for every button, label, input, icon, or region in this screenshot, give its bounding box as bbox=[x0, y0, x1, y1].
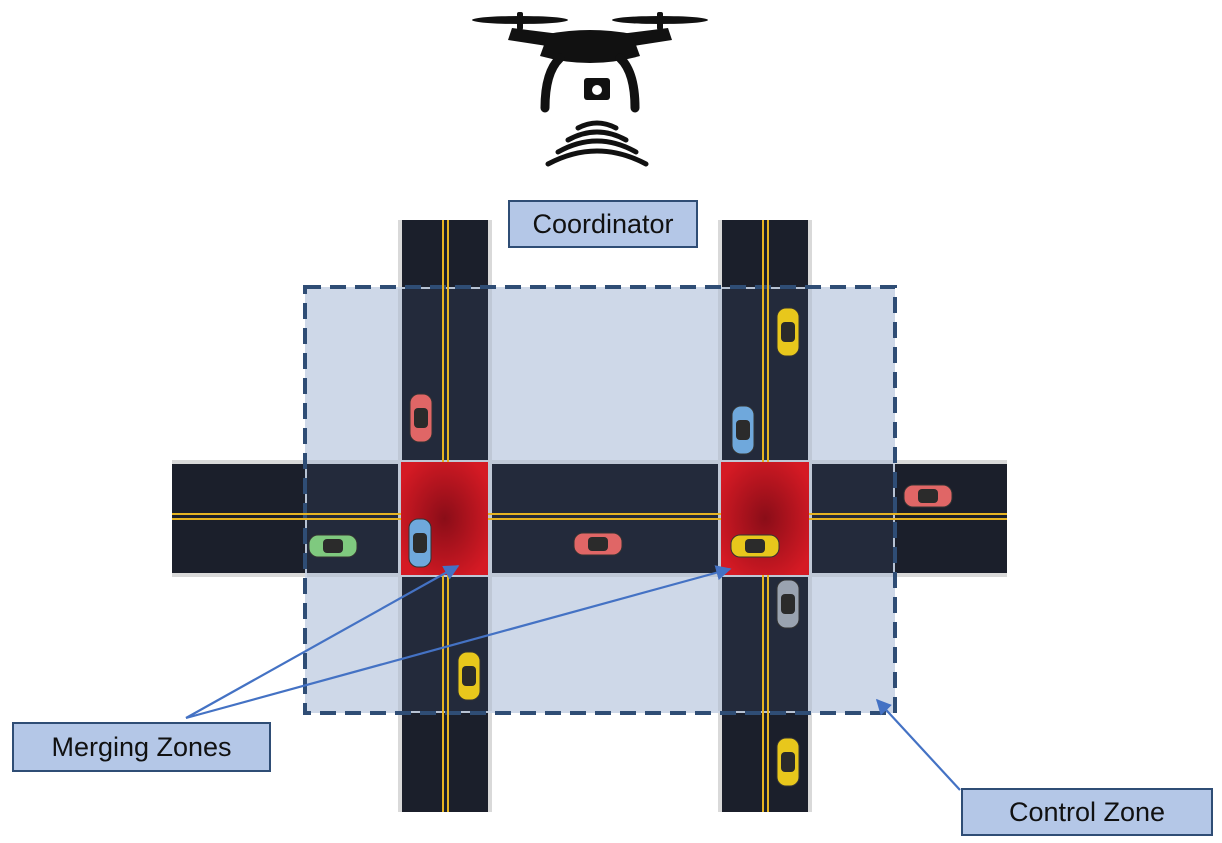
vehicle-car-6 bbox=[408, 518, 432, 568]
vehicle-car-9 bbox=[776, 579, 800, 629]
arrow-to-right-merging-zone bbox=[185, 565, 732, 720]
merging-zone-right bbox=[721, 462, 809, 575]
coordinator-label: Coordinator bbox=[508, 200, 698, 248]
vehicle-car-1 bbox=[776, 307, 800, 357]
vehicle-car-5 bbox=[308, 534, 358, 558]
drone-icon bbox=[472, 12, 708, 113]
arrow-to-left-merging-zone bbox=[185, 565, 460, 719]
vehicles bbox=[308, 307, 953, 787]
wireless-signal-icon bbox=[545, 120, 649, 167]
vehicle-car-3 bbox=[731, 405, 755, 455]
vehicle-car-2 bbox=[409, 393, 433, 443]
merging-zones-label: Merging Zones bbox=[12, 722, 271, 772]
vehicle-car-7 bbox=[573, 532, 623, 556]
vehicle-car-4 bbox=[903, 484, 953, 508]
vehicle-car-10 bbox=[457, 651, 481, 701]
control-zone-label: Control Zone bbox=[961, 788, 1213, 836]
vehicle-car-11 bbox=[776, 737, 800, 787]
annotation-arrows bbox=[185, 565, 961, 791]
vehicle-car-8 bbox=[730, 534, 780, 558]
arrow-to-control-zone bbox=[875, 698, 961, 791]
